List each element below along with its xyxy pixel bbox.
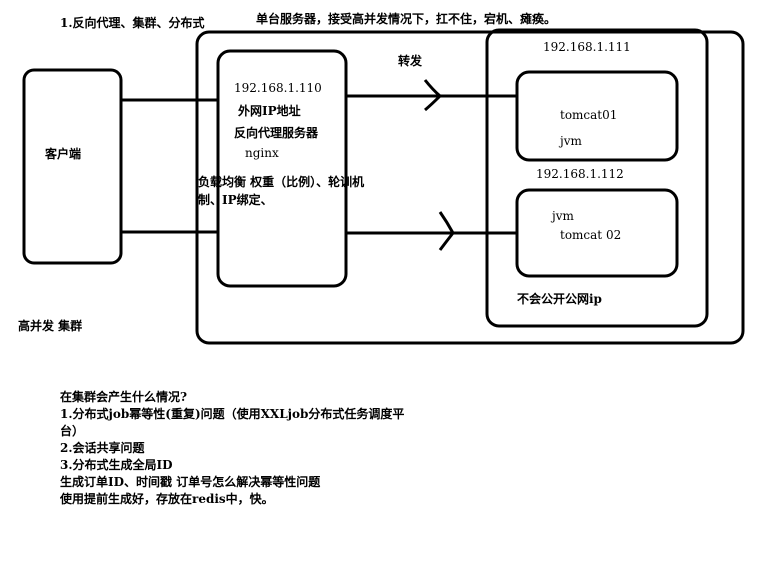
cluster-label: 高并发 集群	[18, 319, 83, 333]
proxy-line-1: 外网IP地址	[238, 104, 301, 118]
note-line: 3.分布式生成全局ID	[60, 458, 173, 472]
header-title: 1.反向代理、集群、分布式	[60, 16, 205, 30]
note-line: 在集群会产生什么情况?	[60, 390, 188, 404]
proxy-box	[216, 49, 348, 288]
proxy-ip: 192.168.1.110	[234, 81, 322, 95]
arrow-head-1	[423, 79, 443, 112]
server-1-ip: 192.168.1.111	[543, 40, 631, 54]
arrow-head-2	[438, 211, 455, 251]
proxy-line-3: nginx	[245, 146, 279, 160]
proxy-line-2: 反向代理服务器	[234, 126, 319, 140]
server-1-line-2: jvm	[560, 134, 582, 148]
server-box-1	[515, 70, 679, 162]
note-line: 生成订单ID、时间戳 订单号怎么解决幂等性问题	[60, 475, 321, 489]
forward-label: 转发	[398, 54, 423, 68]
note-line: 2.会话共享问题	[60, 441, 145, 455]
server-2-ip: 192.168.1.112	[536, 167, 624, 181]
note-line: 1.分布式job幂等性(重复)问题（使用XXLjob分布式任务调度平	[60, 407, 405, 421]
server-2-line-1: jvm	[552, 209, 574, 223]
client-label: 客户端	[45, 147, 82, 161]
server-1-line-1: tomcat01	[560, 108, 618, 122]
private-ip-note: 不会公开公网ip	[517, 292, 602, 306]
system-boundary-box	[195, 30, 745, 345]
lb-note-line-2: 制、IP绑定、	[198, 193, 273, 207]
header-note: 单台服务器，接受高并发情况下，扛不住，宕机、瘫痪。	[256, 12, 557, 26]
note-line: 使用提前生成好，存放在redis中，快。	[60, 492, 274, 506]
server-cluster-box	[485, 28, 709, 328]
notes-block: 在集群会产生什么情况? 1.分布式job幂等性(重复)问题（使用XXLjob分布…	[60, 389, 404, 508]
note-line: 台）	[60, 424, 85, 438]
server-2-line-2: tomcat 02	[560, 228, 622, 242]
client-box	[22, 68, 123, 265]
lb-note-line-1: 负载均衡 权重（比例）、轮训机	[198, 175, 365, 189]
